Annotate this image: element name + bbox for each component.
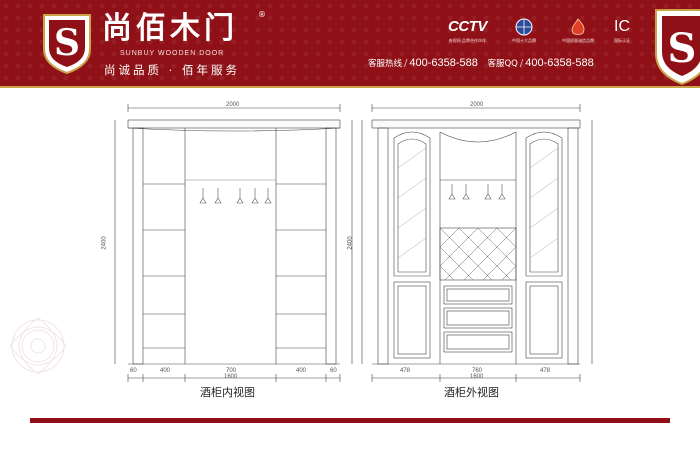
contact-info: 客服热线/400-6358-588 客服QQ/400-6358-588 (368, 57, 594, 69)
outer-view-caption: 酒柜外视图 (444, 386, 499, 399)
partner-emblem-4: IC 国际认证 (614, 18, 630, 46)
inner-width-dim: 2000 (226, 102, 240, 108)
outer-width-dim: 2000 (470, 102, 484, 108)
qq-number: 400-6358-588 (525, 57, 594, 69)
outer-height-dim: 2400 (347, 236, 354, 250)
brand-name: 尚佰木门 (102, 11, 238, 46)
cctv-wordmark: CCTV (448, 18, 487, 35)
outer-dim-1: 478 (400, 368, 411, 374)
footer-bar (30, 418, 670, 423)
inner-dim-4: 400 (296, 368, 307, 374)
outer-total-dim: 1600 (470, 374, 484, 380)
cctv-logo: CCTV 央视网 品牌合作伙伴 (448, 18, 487, 46)
cabinet-drawings (9, 104, 593, 382)
inner-height-dim: 2400 (101, 236, 108, 250)
outer-view-drawing (361, 104, 593, 382)
inner-dim-1: 60 (130, 368, 137, 374)
partner-caption: 中国质量诚信品牌 (562, 38, 594, 43)
globe-emblem-icon (515, 18, 533, 36)
inner-view-drawing (114, 104, 353, 382)
cctv-caption: 央视网 品牌合作伙伴 (448, 38, 487, 43)
registered-mark: ® (258, 10, 266, 19)
hotline-label: 客服热线 (368, 59, 403, 69)
flame-emblem-icon (571, 18, 585, 35)
partner-emblem-3: 中国质量诚信品牌 (562, 18, 594, 46)
hotline-number: 400-6358-588 (409, 57, 478, 69)
inner-dim-2: 400 (160, 368, 171, 374)
outer-dim-3: 478 (540, 368, 551, 374)
outer-dim-2: 760 (472, 368, 483, 374)
inner-total-dim: 1600 (224, 374, 238, 380)
brand-shield-logo: S (43, 14, 91, 75)
inner-dim-5: 60 (330, 368, 337, 374)
header-banner: S 尚佰木门 ® SUNBUY WOODEN DOOR 尚诚品质 · 佰年服务 … (0, 0, 700, 88)
brand-english-name: SUNBUY WOODEN DOOR (120, 50, 225, 57)
inner-view-caption: 酒柜内视图 (200, 386, 255, 399)
partner-caption: 国际认证 (614, 38, 630, 43)
partner-emblem-2: 中国十大品牌 (512, 18, 536, 46)
corner-shield-logo: S (655, 9, 700, 86)
partner-caption: 中国十大品牌 (512, 38, 536, 43)
shield-letter: S (54, 22, 80, 64)
inner-dim-3: 700 (226, 368, 237, 374)
qq-label: 客服QQ (487, 59, 518, 69)
floral-watermark (9, 317, 67, 375)
ic-wordmark: IC (614, 18, 630, 35)
brand-slogan: 尚诚品质 · 佰年服务 (104, 63, 240, 77)
corner-shield-letter: S (668, 25, 697, 72)
